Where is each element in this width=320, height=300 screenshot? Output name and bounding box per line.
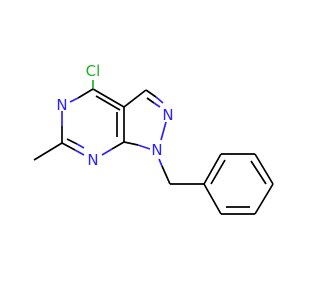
chlorine-label: Cl	[86, 62, 101, 80]
molecule-structure: Cl N N N N	[0, 0, 300, 300]
bond-c3-n2-inner-nitrogen	[153, 102, 161, 108]
bond-n2-n1	[160, 121, 167, 141]
bond-c4-n5-carbon	[77, 88, 94, 99]
benzene-bond-6	[203, 183, 222, 215]
benzene-inner-bond-1	[210, 159, 226, 185]
bond-c4-n5-nitrogen	[69, 97, 79, 103]
benzene-bond-1	[203, 153, 222, 185]
bond-n1-c7a-carbon	[123, 141, 139, 146]
bond-c3-n2-carbon	[145, 89, 157, 98]
bond-c6-n7-carbon	[61, 142, 76, 151]
bond-c3a-c3	[123, 89, 147, 108]
bond-c4-c3a-inner	[95, 95, 121, 111]
benzene-bond-3	[254, 153, 274, 185]
bond-n1-ch2-nitrogen	[158, 158, 163, 167]
benzene-inner-bond-2	[250, 160, 267, 185]
bond-c6-n7-inner-nitrogen	[76, 143, 85, 149]
bond-c6-methyl	[33, 142, 63, 161]
bond-n7-c7a-carbon	[111, 141, 125, 150]
bond-n7-c7a-nitrogen	[101, 148, 113, 156]
bond-c4-c3a	[92, 88, 125, 108]
pyrazole-n1-label: N	[151, 141, 162, 159]
bond-c3-n2-nitrogen	[155, 96, 164, 104]
bond-c6-n7-inner-carbon	[66, 138, 78, 145]
pyrazole-n2-label: N	[162, 106, 173, 124]
pyrimidine-n7-label: N	[87, 151, 98, 169]
benzene-bond-4	[254, 183, 274, 215]
bond-n1-ch2-carbon	[161, 165, 171, 185]
bond-c3-n2-inner-carbon	[146, 97, 155, 104]
pyrimidine-n5-label: N	[56, 96, 67, 114]
bond-c6-n7-nitrogen	[74, 149, 85, 156]
canvas-background	[0, 0, 300, 300]
bond-n1-c7a-nitrogen	[137, 144, 151, 150]
